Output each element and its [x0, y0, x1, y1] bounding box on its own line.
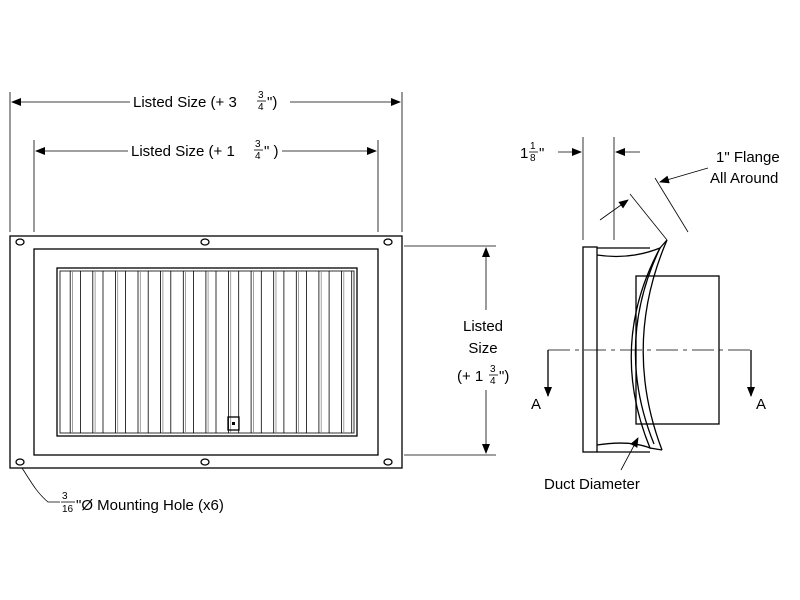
latch-pin — [232, 422, 235, 425]
overall-width-frac-den: 4 — [258, 102, 264, 113]
height-label-line2: Size — [468, 340, 497, 357]
mounting-hole — [200, 238, 210, 246]
hood-outer-curve — [642, 239, 668, 451]
hood-inner-curve — [634, 247, 661, 445]
overall-width-frac-num: 3 — [258, 90, 264, 101]
mounting-hole-leader — [21, 467, 60, 503]
section-label-right: A — [756, 396, 766, 413]
duct-diameter-leader — [620, 437, 639, 471]
inner-width-frac-num: 3 — [255, 139, 261, 150]
mounting-hole — [15, 458, 25, 466]
inner-width-label: Listed Size (+ 1 — [131, 143, 235, 160]
hood-bottom-lip — [649, 447, 663, 451]
height-frac-num: 3 — [490, 364, 496, 375]
hole-label: "Ø Mounting Hole (x6) — [76, 497, 224, 514]
duct-diameter-label: Duct Diameter — [544, 476, 640, 493]
side-view: 1 1 8 " 1" Flange All Around A A Duct Di… — [520, 137, 780, 493]
mounting-hole — [383, 238, 393, 246]
overall-width-label: Listed Size (+ 3 — [133, 94, 237, 111]
inner-width-close: " ) — [264, 143, 279, 160]
louver-slats — [69, 271, 353, 433]
mounting-holes — [15, 238, 393, 466]
hood-outline — [596, 246, 662, 450]
height-label-line3: (+ 1 — [457, 368, 483, 385]
hole-frac-den: 16 — [62, 504, 74, 515]
height-close: ") — [499, 368, 509, 385]
height-label-line1: Listed — [463, 318, 503, 335]
mounting-hole — [15, 238, 25, 246]
flange-plate — [582, 246, 598, 453]
flange-ext-inner — [629, 193, 668, 241]
flange-label-line2: All Around — [710, 170, 778, 187]
thickness-unit: " — [539, 145, 544, 162]
flange-label-line1: 1" Flange — [716, 149, 780, 166]
overall-width-close: ") — [267, 94, 277, 111]
thickness-frac-den: 8 — [530, 153, 536, 164]
latch — [227, 416, 240, 431]
front-view: Listed Size (+ 3 3 4 ") Listed Size (+ 1… — [9, 90, 509, 515]
thickness-whole: 1 — [520, 145, 528, 162]
hole-frac-num: 3 — [62, 491, 68, 502]
inner-opening — [33, 248, 379, 456]
flange-ext-outer — [654, 177, 689, 233]
height-frac-den: 4 — [490, 376, 496, 387]
mounting-hole — [383, 458, 393, 466]
louver-panel — [56, 267, 358, 437]
mounting-hole — [200, 458, 210, 466]
section-label-left: A — [531, 396, 541, 413]
flange-dim-right — [659, 167, 709, 184]
hood-top-lip — [659, 239, 668, 249]
flange-dim-left — [599, 199, 629, 221]
inner-width-frac-den: 4 — [255, 151, 261, 162]
louver-panel-inner — [59, 270, 355, 434]
thickness-frac-num: 1 — [530, 141, 536, 152]
outer-frame — [9, 235, 403, 469]
